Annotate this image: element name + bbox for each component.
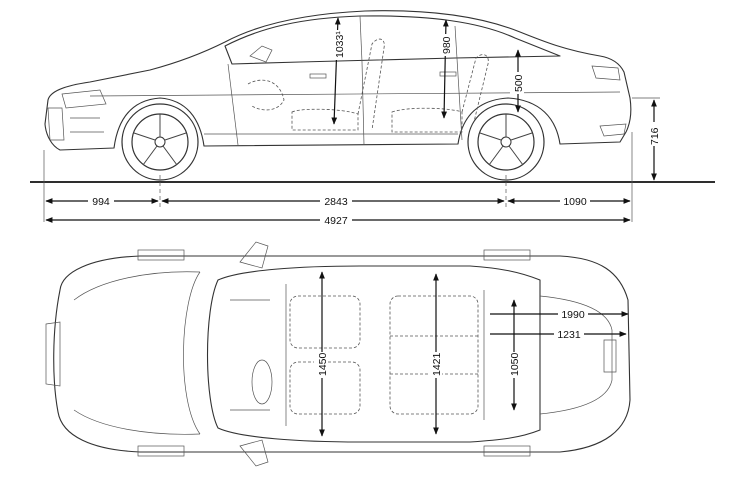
dim-trunk-opening: 1231 — [490, 328, 627, 341]
front-door-handle — [309, 73, 327, 79]
rear-shoulder-label: 1421 — [431, 352, 443, 376]
top-rear-right-wheel — [483, 445, 531, 457]
dim-overall-width: 1990 — [490, 308, 629, 321]
rear-overhang-label: 1090 — [563, 196, 587, 208]
top-view: 1450 1421 1050 1990 1231 — [45, 241, 631, 467]
dim-door-sill: 500 — [510, 49, 525, 113]
rear-door-line — [454, 25, 463, 141]
dim-front-headroom: 1033¹ — [331, 17, 346, 125]
headlight — [61, 89, 107, 109]
mid-door-line — [361, 61, 365, 146]
dim-rear-shoulder: 1421 — [428, 273, 443, 435]
rear-headroom-label: 980 — [441, 36, 453, 54]
rear-door-handle — [439, 71, 457, 77]
cabin-outline — [207, 265, 541, 443]
trunk-line — [539, 295, 613, 415]
side-greenhouse — [224, 15, 561, 65]
top-body-outline — [53, 255, 631, 453]
dim-overall-length: 4927 — [45, 214, 631, 227]
front-door-line — [227, 63, 239, 146]
exhaust — [599, 123, 627, 137]
side-view: 1033¹ 980 500 716 994 2843 — [30, 10, 715, 227]
trunk-opening-label: 1231 — [557, 329, 581, 341]
top-grille — [45, 321, 61, 387]
front-left-seat — [289, 295, 361, 349]
front-seat-back — [357, 38, 385, 131]
steering-wheel-top — [251, 359, 273, 405]
tail-light — [591, 65, 621, 81]
side-rear-wheel — [467, 103, 545, 181]
top-mirror-right — [239, 439, 269, 467]
trunk-width-label: 1050 — [509, 352, 521, 376]
dim-overall-height: 716 — [632, 97, 661, 181]
dashboard — [230, 299, 270, 411]
top-rear-left-wheel — [483, 249, 531, 261]
overall-length-label: 4927 — [324, 215, 348, 227]
wheelbase-label: 2843 — [324, 196, 348, 208]
dim-rear-headroom: 980 — [438, 19, 453, 119]
front-headroom-label: 1033¹ — [334, 31, 346, 58]
hood-front-right — [73, 409, 201, 435]
hood-front-left — [73, 271, 201, 301]
overall-width-label: 1990 — [561, 309, 585, 321]
side-mirror — [249, 45, 273, 63]
side-front-wheel — [121, 103, 199, 181]
shoulder-line — [89, 91, 621, 97]
dim-front-overhang: 994 — [45, 195, 159, 208]
top-front-left-wheel — [137, 249, 185, 261]
dim-trunk-width: 1050 — [506, 299, 521, 411]
top-front-right-wheel — [137, 445, 185, 457]
b-pillar — [359, 15, 363, 63]
front-shoulder-label: 1450 — [317, 352, 329, 376]
hood-line — [183, 271, 201, 435]
side-body-outline — [44, 10, 632, 151]
steering-wheel — [247, 79, 285, 111]
front-seat-cushion — [291, 108, 359, 131]
dim-wheelbase: 2843 — [161, 195, 505, 208]
dim-front-shoulder: 1450 — [314, 271, 329, 437]
rear-badge — [603, 339, 617, 373]
rear-seat-back — [461, 54, 489, 131]
front-grille — [47, 107, 65, 141]
front-overhang-label: 994 — [92, 196, 110, 208]
dim-rear-overhang: 1090 — [507, 195, 631, 208]
top-mirror-left — [239, 241, 269, 269]
rear-seat-cushion — [391, 107, 463, 133]
overall-height-label: 716 — [649, 127, 661, 145]
door-sill-label: 500 — [513, 74, 525, 92]
